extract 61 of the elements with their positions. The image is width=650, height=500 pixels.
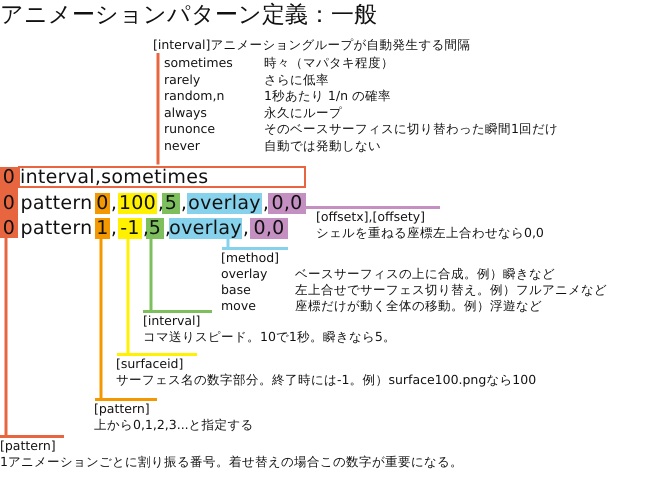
highlighted-code: 5 (162, 193, 180, 214)
annotation-text: 1アニメーションごとに割り振る番号。着せ替えの場合この数字が重要になる。 (0, 454, 463, 470)
code-comma: , (157, 193, 165, 214)
option-name: sometimes (164, 55, 233, 71)
option-name: runonce (164, 121, 216, 137)
highlighted-code: -1 (118, 218, 142, 239)
code-comma: , (110, 193, 118, 214)
highlighted-code: 0 (95, 193, 110, 214)
annotation-text: サーフェス名の数字部分。終了時には-1。例）surface100.pngなら100 (116, 372, 536, 388)
code-digit: 0 (2, 193, 16, 214)
highlighted-code: 0,0 (250, 218, 288, 239)
title: アニメーションパターン定義：一般 (0, 1, 377, 30)
option-description: ベースサーフィスの上に合成。例）瞬きなど (295, 266, 555, 282)
highlighted-code: overlay (169, 218, 242, 239)
option-name: overlay (221, 266, 268, 282)
leader-line (4, 238, 8, 435)
code-text: pattern (20, 218, 94, 239)
option-name: always (164, 105, 207, 121)
leader-line (226, 239, 230, 247)
annotation-text: 上から0,1,2,3...と指定する (94, 417, 254, 433)
leader-line (156, 53, 160, 164)
option-description: さらに低率 (264, 72, 329, 88)
annotation-heading: [pattern] (0, 438, 57, 454)
option-name: base (221, 282, 252, 298)
code-comma: , (110, 218, 118, 239)
annotation-heading: [pattern] (94, 401, 151, 417)
option-description: 座標だけが動く全体の移動。例）浮遊など (295, 298, 542, 314)
highlighted-code: 0,0 (268, 193, 306, 214)
code-comma: , (262, 193, 270, 214)
code-digit: 0 (2, 218, 16, 239)
annotation-heading: [interval] (143, 313, 202, 329)
leader-line (150, 239, 152, 310)
option-name: never (164, 138, 200, 154)
highlighted-code: overlay (187, 193, 262, 214)
option-name: move (221, 298, 257, 314)
option-name: rarely (164, 72, 200, 88)
annotation-text: コマ送りスピード。10で1秒。瞬きなら5。 (143, 329, 396, 345)
highlighted-code: 100 (118, 193, 157, 214)
option-description: 1秒あたり 1/n の確率 (264, 88, 391, 104)
leader-line (126, 239, 130, 353)
leader-line (306, 206, 440, 209)
option-description: 自動では発動しない (264, 138, 381, 154)
code-comma: , (180, 193, 188, 214)
leader-line (100, 239, 102, 398)
annotation-heading: [surfaceid] (116, 356, 184, 372)
annotation-heading: [offsetx],[offsety] (316, 209, 426, 225)
annotation-heading: [method] (221, 250, 280, 266)
option-name: random,n (164, 88, 224, 104)
code-digit: 0 (2, 167, 16, 188)
option-description: 時々（マパタキ程度） (264, 55, 394, 71)
option-description: そのベースサーフィスに切り替わった瞬間1回だけ (264, 121, 558, 137)
annotation-heading: [interval]アニメーショングループが自動発生する間隔 (153, 37, 470, 53)
highlighted-digit-column (0, 167, 18, 238)
highlighted-code: 1 (95, 218, 110, 239)
highlighted-code: 5 (146, 218, 164, 239)
code-comma: , (164, 218, 172, 239)
option-description: 左上合せでサーフェス切り替え。例）フルアニメなど (295, 282, 607, 298)
code-text: pattern (20, 193, 94, 214)
code-comma: , (242, 218, 250, 239)
option-description: 永久にループ (264, 105, 342, 121)
annotation-text: シェルを重ねる座標左上合わせなら0,0 (316, 225, 544, 241)
